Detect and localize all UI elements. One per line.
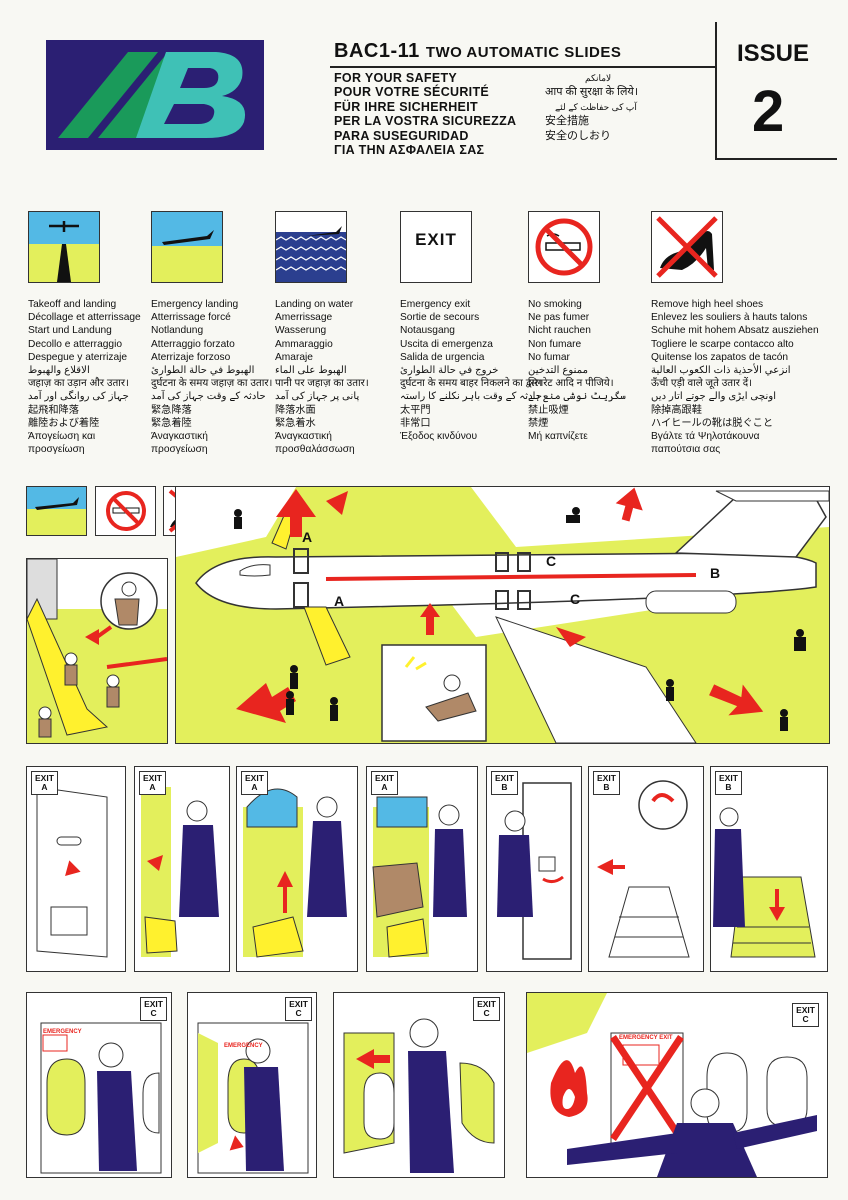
emergency-sign: EMERGENCY: [224, 1043, 263, 1049]
header-rule: [330, 66, 715, 68]
airline-logo: [46, 40, 264, 150]
safety-line: PARA SUSEGURIDAD: [334, 128, 469, 143]
emergency-exit-caption: Emergency exit Sortie de secours Notausg…: [400, 299, 543, 443]
door-label-a-lower: A: [334, 593, 345, 609]
safety-line-urdu: آپ کی حفاظت کے لئے: [555, 101, 637, 112]
door-label-c-lower: C: [570, 591, 581, 607]
safety-line-chinese: 安全措施: [545, 115, 589, 128]
slide-evacuation-panel: [26, 558, 168, 744]
emergency-exit-icon: EXIT: [400, 211, 472, 283]
takeoff-landing-caption: Takeoff and landing Décollage et atterri…: [28, 299, 141, 456]
landing-on-water-icon: [275, 211, 347, 283]
emergency-landing-caption: Emergency landing Atterrissage forcé Not…: [151, 299, 273, 456]
safety-line: POUR VOTRE SÉCURITÉ: [334, 85, 490, 100]
exit-sign-label: EXIT: [415, 230, 457, 249]
no-high-heels-icon: [651, 211, 723, 283]
aircraft-evacuation-diagram: A A C C B: [175, 486, 830, 744]
safety-title-asian: لامانكم आप की सुरक्षा के लिये। آپ کی حفا…: [545, 71, 638, 143]
emergency-exit-sign: EMERGENCY EXIT: [619, 1035, 673, 1041]
safety-line: ΓΙΑ ΤΗΝ ΑΣΦΑΛΕΙΑ ΣΑΣ: [334, 143, 485, 158]
takeoff-landing-icon: [28, 211, 100, 283]
mini-emergency-landing-icon: [26, 486, 87, 536]
door-label-c-upper: C: [546, 553, 557, 569]
mini-no-smoking-icon: [95, 486, 156, 536]
door-label-a-upper: A: [302, 529, 313, 545]
header-divider: [715, 22, 717, 158]
no-smoking-icon: [528, 211, 600, 283]
door-label-b: B: [710, 565, 721, 581]
safety-title-block: FOR YOUR SAFETY POUR VOTRE SÉCURITÉ FÜR …: [334, 71, 516, 157]
safety-line: FOR YOUR SAFETY: [334, 71, 458, 85]
header-rule-bottom: [715, 158, 837, 160]
safety-line-hindi: आप की सुरक्षा के लिये।: [545, 86, 638, 99]
safety-line: FÜR IHRE SICHERHEIT: [334, 99, 478, 114]
safety-line-arabic: لامانكم: [585, 73, 612, 83]
aircraft-title: BAC1-11 TWO AUTOMATIC SLIDES: [334, 40, 622, 62]
issue-label: ISSUE: [737, 40, 810, 67]
safety-line-japanese: 安全のしおり: [545, 129, 611, 142]
landing-on-water-caption: Landing on water Amerrissage Wasserung A…: [275, 299, 369, 456]
issue-number: 2: [752, 79, 785, 144]
emergency-landing-icon: [151, 211, 223, 283]
remove-high-heels-caption: Remove high heel shoes Enlevez les souli…: [651, 299, 819, 456]
safety-line: PER LA VOSTRA SICUREZZA: [334, 114, 517, 129]
no-smoking-caption: No smoking Ne pas fumer Nicht rauchen No…: [528, 299, 627, 443]
emergency-sign: EMERGENCY: [43, 1029, 82, 1035]
